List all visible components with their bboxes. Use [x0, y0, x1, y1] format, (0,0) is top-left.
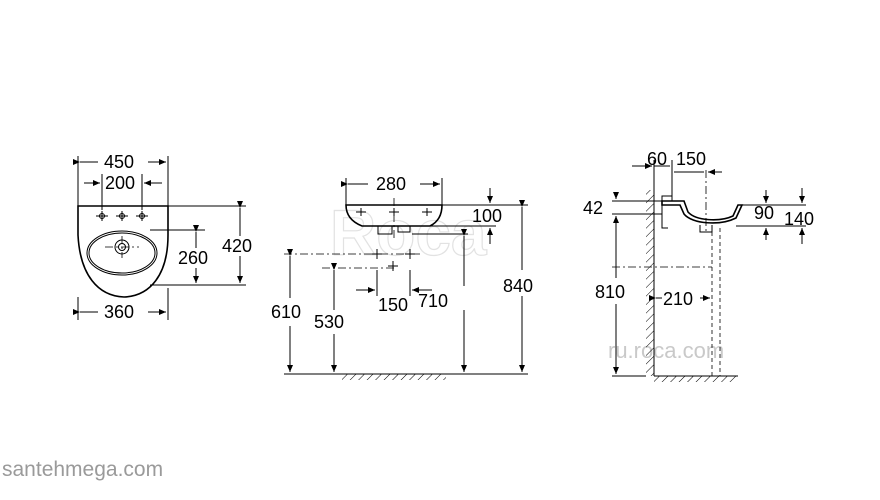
dim-waste-width: 280	[376, 174, 406, 194]
basin-outline	[77, 205, 169, 298]
side-tap-symbols	[356, 208, 432, 216]
tap-holes	[96, 211, 148, 221]
front-view: 450 200 360 260 420	[73, 152, 252, 322]
site-watermark: ru.roca.com	[608, 338, 724, 363]
dim-supply-height: 530	[314, 312, 344, 332]
dim-bowl-height: 100	[472, 206, 502, 226]
section-view: 60 150 42 90 140 810 210	[583, 149, 814, 382]
dim-outlet-height: 610	[271, 302, 301, 322]
side-view: 280 100 150 610 530 710 840	[271, 174, 533, 380]
roca-logo-watermark: Roca	[330, 197, 487, 269]
dim-waste-height: 710	[418, 291, 448, 311]
dim-rim-height: 840	[503, 276, 533, 296]
basin-section	[661, 200, 744, 224]
dim-waste-offset: 150	[378, 295, 408, 315]
dim-front-height: 140	[784, 209, 814, 229]
shop-watermark: santehmega.com	[2, 458, 164, 481]
dim-inner-depth: 90	[754, 203, 774, 223]
dim-fixing-height: 810	[595, 282, 625, 302]
dim-basin-depth: 260	[178, 248, 208, 268]
basin-bowl	[86, 230, 158, 276]
dim-top-thickness: 42	[583, 198, 603, 218]
dim-tap-spacing: 200	[105, 173, 135, 193]
dim-projection: 210	[663, 289, 693, 309]
dim-bottom-width: 360	[104, 302, 134, 322]
dim-overall-width: 450	[104, 152, 134, 172]
section-tap	[661, 195, 673, 201]
dim-wall-offset: 60	[647, 149, 667, 169]
dim-overall-depth: 420	[222, 236, 252, 256]
dim-tap-offset: 150	[676, 149, 706, 169]
